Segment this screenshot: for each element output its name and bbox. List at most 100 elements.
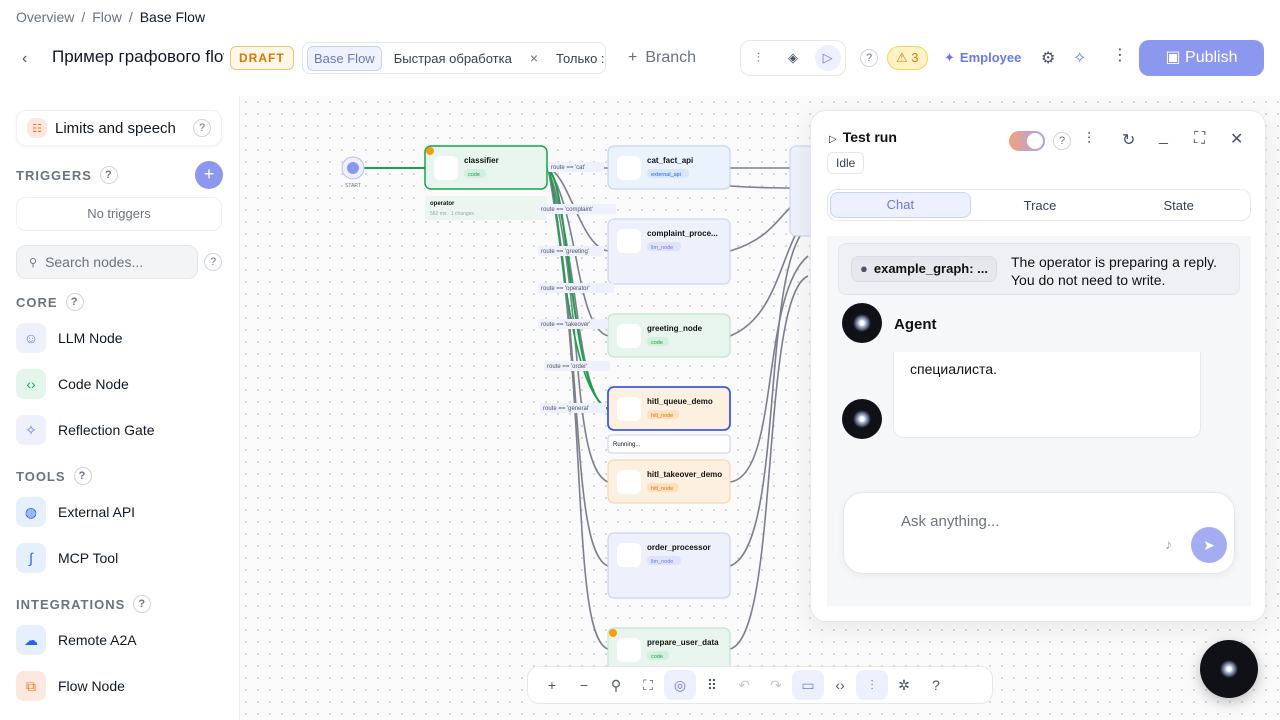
send-button[interactable]: ➤ [1191, 527, 1227, 563]
sparkle-icon [1219, 659, 1239, 679]
target-icon[interactable]: ◎ [664, 670, 696, 700]
agent-name: Agent [894, 316, 937, 333]
help-icon[interactable]: ? [1053, 132, 1071, 150]
limits-button[interactable]: ☷ Limits and speech ? [16, 110, 222, 146]
help-icon[interactable]: ? [860, 49, 878, 67]
zoom-in-icon[interactable]: + [547, 677, 557, 693]
start-label: START [345, 183, 361, 189]
page-title[interactable]: Пример графового flow [52, 47, 224, 66]
hierarchy-icon[interactable]: ⫶ [1087, 131, 1092, 148]
zoom-out-icon[interactable]: − [579, 677, 589, 693]
help-icon[interactable]: ? [65, 293, 84, 311]
more-icon[interactable]: ⋮ [1112, 47, 1128, 64]
avatar [842, 303, 882, 343]
help-icon[interactable]: ? [193, 119, 211, 137]
search-icon[interactable]: ⚲ [610, 676, 622, 693]
search-input[interactable]: ⚲Search nodes... [16, 245, 198, 279]
route-label-bg [544, 361, 610, 371]
network-icon[interactable]: ✲ [898, 676, 910, 693]
refresh-icon[interactable]: ↻ [1122, 132, 1136, 149]
route-label: route == 'complaint' [541, 207, 593, 213]
node-prepare-user-data[interactable]: prepare_user_data code [607, 627, 731, 672]
role-selector[interactable]: ✦Employee [940, 46, 1030, 70]
tab-state[interactable]: State [1163, 197, 1194, 213]
redo-icon[interactable]: ↷ [770, 676, 782, 693]
code-icon[interactable]: ‹› [835, 677, 845, 693]
branch-button[interactable]: +Branch [628, 49, 704, 67]
sidebar-item-external-api[interactable]: ◍External API [16, 497, 135, 527]
core-label: CORE [16, 294, 58, 310]
node-hitl-takeover[interactable]: hitl_takeover_demo hitl_node [607, 459, 731, 504]
publish-button[interactable]: ▣ Publish [1139, 40, 1264, 76]
header-toolbar: ‹ Пример графового flow DRAFT Base Flow … [0, 34, 1280, 82]
breadcrumb-overview[interactable]: Overview [16, 9, 75, 25]
layout-icon[interactable]: ⫶ [856, 670, 888, 700]
play-icon[interactable]: ▷ [814, 45, 841, 71]
chat-input[interactable]: Ask anything... ♪ ➤ [843, 492, 1235, 574]
sidebar-item-flow-node[interactable]: ⧉Flow Node [16, 671, 125, 701]
system-message: ●example_graph: ... The operator is prep… [838, 243, 1240, 295]
agent-header: Agent [827, 296, 1251, 352]
sidebar-item-remote-a2a[interactable]: ☁Remote A2A [16, 625, 137, 655]
warnings-badge[interactable]: ⚠ 3 [887, 46, 928, 70]
chat-area: ●example_graph: ... The operator is prep… [827, 236, 1251, 606]
help-icon[interactable]: ? [73, 467, 92, 485]
add-trigger-button[interactable]: + [195, 161, 223, 189]
hierarchy-icon[interactable]: ⫶ [756, 50, 760, 65]
grid-icon[interactable]: ⠿ [706, 676, 718, 693]
breadcrumb-sep: / [128, 9, 133, 25]
node-title: order_processor [647, 543, 711, 552]
breadcrumb-flow[interactable]: Flow [92, 9, 122, 25]
node-complaint-processor[interactable]: complaint_proce... llm_node [607, 218, 731, 285]
status-badge: DRAFT [230, 46, 294, 70]
route-label: route == 'takeover' [541, 322, 590, 328]
node-tag: code [651, 654, 663, 660]
tab-trace[interactable]: Trace [1023, 197, 1057, 213]
node-greeting[interactable]: greeting_node code [607, 313, 731, 358]
tab-fast-processing[interactable]: Быстрая обработка [393, 50, 512, 66]
assistant-button[interactable] [1200, 640, 1258, 698]
sidebar-item-mcp-tool[interactable]: ∫MCP Tool [16, 543, 118, 573]
sidebar-item-llm-node[interactable]: ☺LLM Node [16, 323, 123, 353]
breadcrumb: Overview/ Flow/ Base Flow [16, 9, 205, 25]
no-triggers-text: No triggers [16, 197, 222, 231]
tab-only[interactable]: Только : [556, 50, 605, 66]
route-label: route == 'general' [543, 406, 589, 412]
toggle-switch[interactable] [1009, 131, 1045, 151]
node-cat-fact-api[interactable]: cat_fact_api external_api [607, 145, 731, 190]
close-tab-icon[interactable]: × [529, 50, 539, 66]
node-classifier[interactable]: classifier code [424, 145, 548, 190]
help-icon[interactable]: ? [932, 677, 940, 693]
breadcrumb-current: Base Flow [139, 9, 206, 25]
running-label: Running... [613, 442, 641, 448]
node-order-processor[interactable]: order_processor llm_node [607, 532, 731, 599]
layers-icon[interactable]: ◈ [787, 50, 798, 65]
expand-icon[interactable]: ⛶ [1194, 130, 1206, 147]
sidebar-item-code-node[interactable]: ‹›Code Node [16, 369, 129, 399]
mic-icon[interactable]: ♪ [1165, 536, 1172, 552]
panel-tabs: Chat Trace State [827, 189, 1251, 221]
warning-dot [609, 629, 617, 637]
sidebar-item-reflection-gate[interactable]: ✧Reflection Gate [16, 415, 155, 445]
python-icon [617, 638, 641, 662]
route-label-bg [540, 403, 606, 413]
settings-icon[interactable]: ⚙ [1041, 50, 1056, 67]
node-hitl-queue[interactable]: hitl_queue_demo hitl_node [607, 386, 731, 431]
help-icon[interactable]: ? [133, 595, 152, 613]
node-tag-bg [647, 337, 669, 346]
help-icon[interactable]: ? [204, 253, 222, 271]
node-tag: code [651, 340, 663, 346]
limits-label: Limits and speech [55, 119, 176, 137]
fit-view-icon[interactable]: ⛶ [643, 676, 653, 693]
tab-base-flow[interactable]: Base Flow [307, 45, 382, 71]
route-label-bg [538, 246, 604, 256]
item-label: Reflection Gate [58, 422, 155, 438]
tab-chat[interactable]: Chat [830, 192, 971, 218]
close-icon[interactable]: ✕ [1230, 131, 1244, 148]
undo-icon[interactable]: ↶ [738, 676, 750, 693]
magic-icon[interactable]: ✧ [1073, 50, 1087, 67]
back-icon[interactable]: ‹ [22, 50, 28, 67]
minimize-icon[interactable]: _ [1159, 128, 1168, 145]
chat-icon[interactable]: ▭ [792, 670, 824, 700]
help-icon[interactable]: ? [99, 166, 118, 184]
